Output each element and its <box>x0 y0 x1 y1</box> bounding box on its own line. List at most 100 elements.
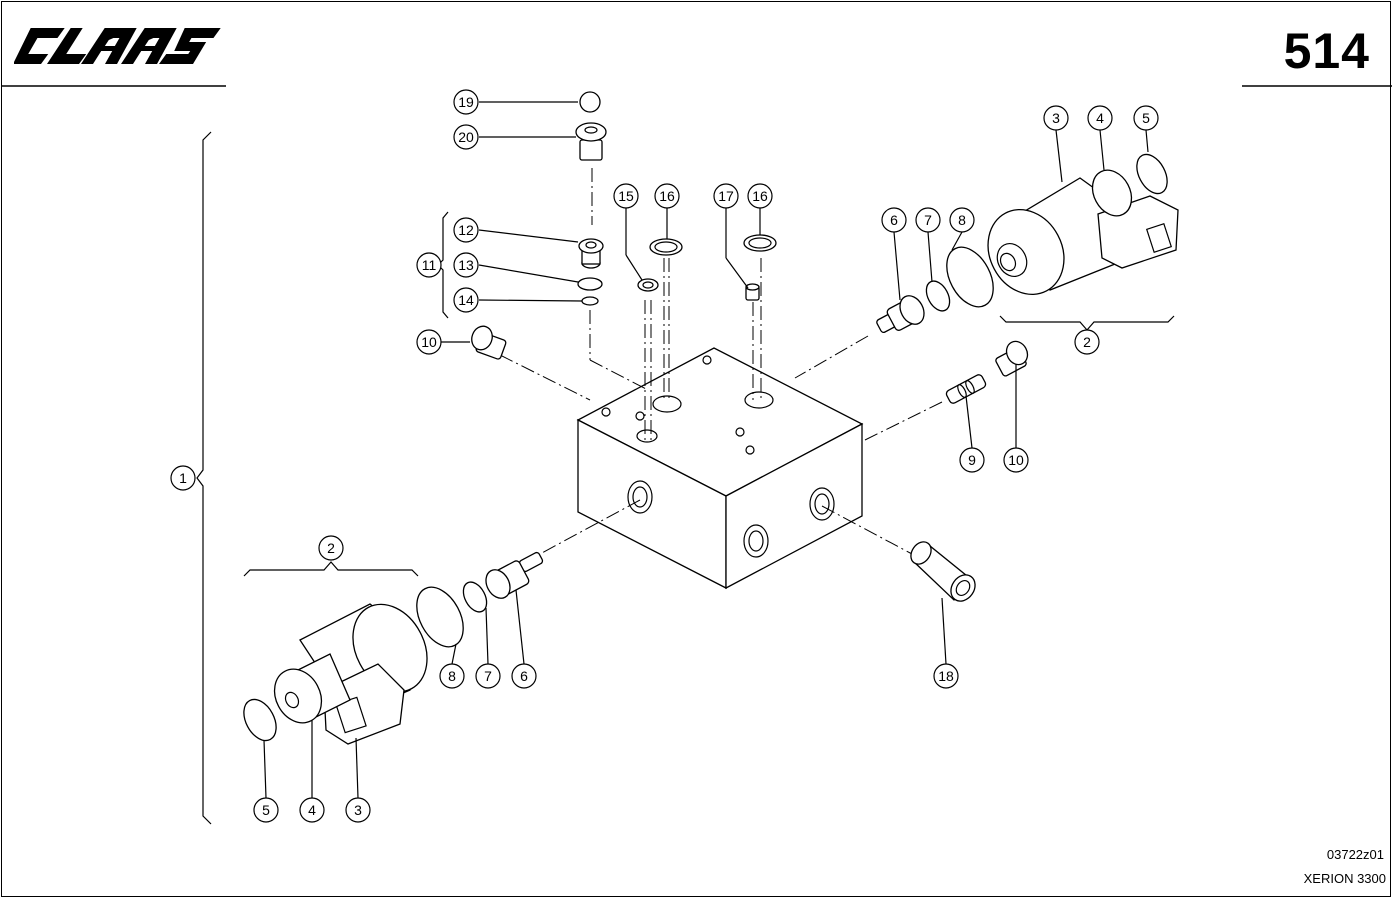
callout-number: 6 <box>890 212 898 228</box>
callout-6: 6 <box>881 207 907 233</box>
port-top-1 <box>652 395 682 413</box>
callout-circle <box>1003 447 1029 473</box>
callout-number: 17 <box>718 188 734 204</box>
assembly-brace-2-right <box>999 315 1175 331</box>
callout-12: 12 <box>453 217 479 243</box>
hole-top-1 <box>702 355 712 365</box>
part-3-solenoid-coil-left <box>299 603 428 745</box>
claas-logo <box>13 24 234 73</box>
callout-number: 6 <box>520 668 528 684</box>
callout-circle <box>439 663 465 689</box>
part-4-nut-right <box>1091 169 1133 217</box>
part-20-plug <box>575 122 607 161</box>
callout-16: 16 <box>654 183 680 209</box>
callout-circle <box>959 447 985 473</box>
assembly-brace-1 <box>196 131 212 825</box>
callout-circle <box>933 663 959 689</box>
callout-number: 18 <box>938 668 954 684</box>
part-8-oring-right <box>946 246 994 308</box>
callout-18: 18 <box>933 663 959 689</box>
axis-18 <box>821 505 913 555</box>
callout-number: 5 <box>262 802 270 818</box>
callout-circle <box>511 663 537 689</box>
callout-circle <box>345 797 371 823</box>
port-side-2-inner <box>814 493 830 515</box>
part-7-oring-left <box>462 581 488 613</box>
callout-19: 19 <box>453 89 479 115</box>
callout-circle <box>713 183 739 209</box>
callout-circle <box>453 124 479 150</box>
callout-2: 2 <box>318 535 344 561</box>
part-3-solenoid-coil-right <box>987 177 1179 296</box>
part-15-washer <box>637 278 659 292</box>
callout-circle <box>1074 329 1100 355</box>
callout-number: 14 <box>458 292 474 308</box>
callout-8: 8 <box>439 663 465 689</box>
part-4-nut-left <box>273 653 351 724</box>
hole-top-3 <box>635 411 645 421</box>
callout-3: 3 <box>1043 105 1069 131</box>
port-front-1 <box>627 480 653 514</box>
callout-4: 4 <box>299 797 325 823</box>
callout-circle <box>170 465 196 491</box>
callout-8: 8 <box>949 207 975 233</box>
port-top-2 <box>744 391 774 409</box>
assembly-brace-2-left <box>243 561 419 577</box>
callout-7: 7 <box>915 207 941 233</box>
callout-number: 7 <box>924 212 932 228</box>
callout-circle <box>654 183 680 209</box>
callout-13: 13 <box>453 252 479 278</box>
part-5-oring-left <box>243 698 277 742</box>
valve-block <box>576 347 864 590</box>
callout-circle <box>747 183 773 209</box>
axis-14b <box>589 359 649 391</box>
part-10-plug-left <box>471 325 507 360</box>
port-side-1-inner <box>748 530 764 552</box>
callout-number: 19 <box>458 94 474 110</box>
callout-number: 16 <box>659 188 675 204</box>
callout-circle <box>253 797 279 823</box>
part-13-oring <box>577 277 603 291</box>
callout-16: 16 <box>747 183 773 209</box>
part-7-oring-right <box>925 280 951 312</box>
callout-circle <box>318 535 344 561</box>
callout-number: 10 <box>1008 452 1024 468</box>
callout-circle <box>453 252 479 278</box>
callout-circle <box>453 287 479 313</box>
part-17-pin <box>745 283 760 301</box>
callout-number: 2 <box>1083 334 1091 350</box>
part-18-fitting <box>910 541 976 602</box>
valve-block-side <box>725 422 863 590</box>
callout-number: 10 <box>421 334 437 350</box>
leader-lines <box>263 101 1149 799</box>
callout-number: 4 <box>308 802 316 818</box>
callout-circle <box>1087 105 1113 131</box>
part-16-seal-left <box>649 238 683 256</box>
callout-circle <box>1133 105 1159 131</box>
callout-circle <box>299 797 325 823</box>
axis-9 <box>864 401 943 441</box>
part-5-oring-right <box>1136 153 1168 195</box>
port-side-1 <box>743 524 769 558</box>
callout-circle <box>475 663 501 689</box>
callout-11: 11 <box>416 252 442 278</box>
callout-14: 14 <box>453 287 479 313</box>
hole-top-5 <box>745 445 755 455</box>
callout-number: 7 <box>484 668 492 684</box>
callout-number: 5 <box>1142 110 1150 126</box>
callout-circle <box>453 89 479 115</box>
machine-model: XERION 3300 <box>1303 871 1386 886</box>
callout-number: 3 <box>1052 110 1060 126</box>
hole-top-4 <box>735 427 745 437</box>
callout-number: 4 <box>1096 110 1104 126</box>
connector-left <box>323 663 405 745</box>
axis-10-left <box>499 354 591 401</box>
part-8-oring-left <box>416 586 464 648</box>
callout-number: 8 <box>448 668 456 684</box>
callout-circle <box>1043 105 1069 131</box>
callout-number: 16 <box>752 188 768 204</box>
port-side-2 <box>809 487 835 521</box>
